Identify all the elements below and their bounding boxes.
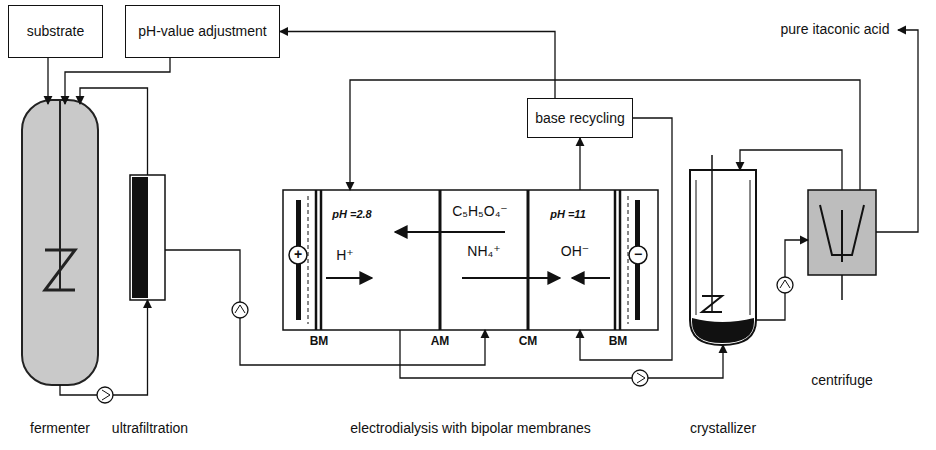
ion-arrow <box>326 277 372 279</box>
centrifuge-shaft <box>841 210 843 262</box>
control-box: pH-value adjustment <box>125 5 280 58</box>
flow-line <box>740 150 842 190</box>
pump-symbol <box>97 387 113 403</box>
unit-caption: electrodialysis with bipolar membranes <box>283 420 658 436</box>
flow-line <box>580 118 672 360</box>
electrodialysis-unit: electrodialysis with bipolar membranes <box>283 190 658 440</box>
flow-line <box>60 300 148 395</box>
shape-area <box>690 170 756 345</box>
electrode-terminal <box>629 246 647 264</box>
membrane-label: CM <box>519 335 538 348</box>
flow-line <box>579 138 580 190</box>
cooling-jacket <box>696 180 697 315</box>
unit-caption: crystallizer <box>680 420 766 436</box>
input-box: substrate <box>8 5 103 58</box>
centrifuge-unit: centrifuge <box>798 190 886 390</box>
outlet-pipe <box>841 275 843 300</box>
electrode-sign: − <box>634 247 642 262</box>
process-box: base recycling <box>527 98 633 138</box>
drawing-part <box>102 390 110 400</box>
electrode-terminal <box>289 246 307 264</box>
ion-arrow <box>462 277 560 279</box>
crystal-sludge <box>692 318 754 343</box>
ion-label: NH₄⁺ <box>467 244 500 259</box>
centrifuge-housing <box>808 190 876 275</box>
product-label: pure itaconic acid <box>781 22 890 37</box>
shape-area <box>22 100 98 385</box>
filter-unit: ultrafiltration <box>105 175 195 440</box>
ph-value: pH =11 <box>550 208 586 220</box>
dashed-boundary <box>308 196 309 324</box>
electrodialysis-stack <box>283 190 658 330</box>
pump-symbol <box>232 302 248 318</box>
stirrer-blade <box>702 296 722 312</box>
membrane-label: AM <box>431 335 450 348</box>
cation-membrane <box>527 190 530 330</box>
membrane-label: BM <box>310 335 329 348</box>
electrode-sign: + <box>294 247 302 262</box>
drawing-part <box>637 373 645 383</box>
filter-membrane <box>132 177 148 298</box>
bipolar-membrane <box>614 190 617 330</box>
stirrer-shaft <box>711 155 713 312</box>
flow-line <box>47 58 48 104</box>
shape-area <box>808 190 876 275</box>
ion-arrow <box>395 231 505 233</box>
box-label: pH-value adjustment <box>138 23 266 39</box>
unit-caption: centrifuge <box>798 372 886 388</box>
ion-label: H⁺ <box>336 248 354 263</box>
box-label: base recycling <box>535 110 625 126</box>
flow-line <box>400 330 723 378</box>
product-line <box>876 30 918 232</box>
drawing-part <box>97 387 113 403</box>
ultrafiltration-module <box>130 175 165 300</box>
bipolar-membrane <box>320 190 323 330</box>
fermenter-vessel <box>22 100 98 385</box>
membrane-label: BM <box>609 335 628 348</box>
shape-area <box>130 175 165 300</box>
flow-line <box>756 240 808 320</box>
ion-label: OH⁻ <box>561 244 589 259</box>
crystallizer-vessel <box>690 170 756 345</box>
crystallizer-unit: crystallizer <box>680 170 766 440</box>
fermenter-vessel: fermenter <box>10 100 110 440</box>
drawing-part <box>632 370 648 386</box>
bipolar-membrane <box>619 190 622 330</box>
pump-symbol <box>632 370 648 386</box>
box-label: substrate <box>27 23 85 39</box>
dashed-boundary <box>628 196 629 324</box>
flow-line <box>65 58 170 104</box>
drawing-part <box>777 277 793 293</box>
ion-label: C₅H₅O₄⁻ <box>452 204 508 219</box>
bipolar-membrane <box>315 190 318 330</box>
ph-value: pH =2.8 <box>332 208 371 220</box>
flow-line <box>280 32 555 99</box>
unit-caption: fermenter <box>10 420 110 436</box>
pump-symbol <box>777 277 793 293</box>
drawing-part <box>232 302 248 318</box>
unit-caption: ultrafiltration <box>105 420 195 436</box>
stirrer-blade <box>45 250 75 290</box>
drawing-part <box>780 280 790 288</box>
flow-line <box>350 80 860 190</box>
flow-line <box>80 88 148 175</box>
anion-membrane <box>439 190 442 330</box>
drawing-part <box>235 305 245 313</box>
cooling-jacket <box>750 180 751 315</box>
stirrer-shaft <box>59 100 61 290</box>
flow-line <box>165 250 485 365</box>
ion-arrow <box>572 277 610 279</box>
